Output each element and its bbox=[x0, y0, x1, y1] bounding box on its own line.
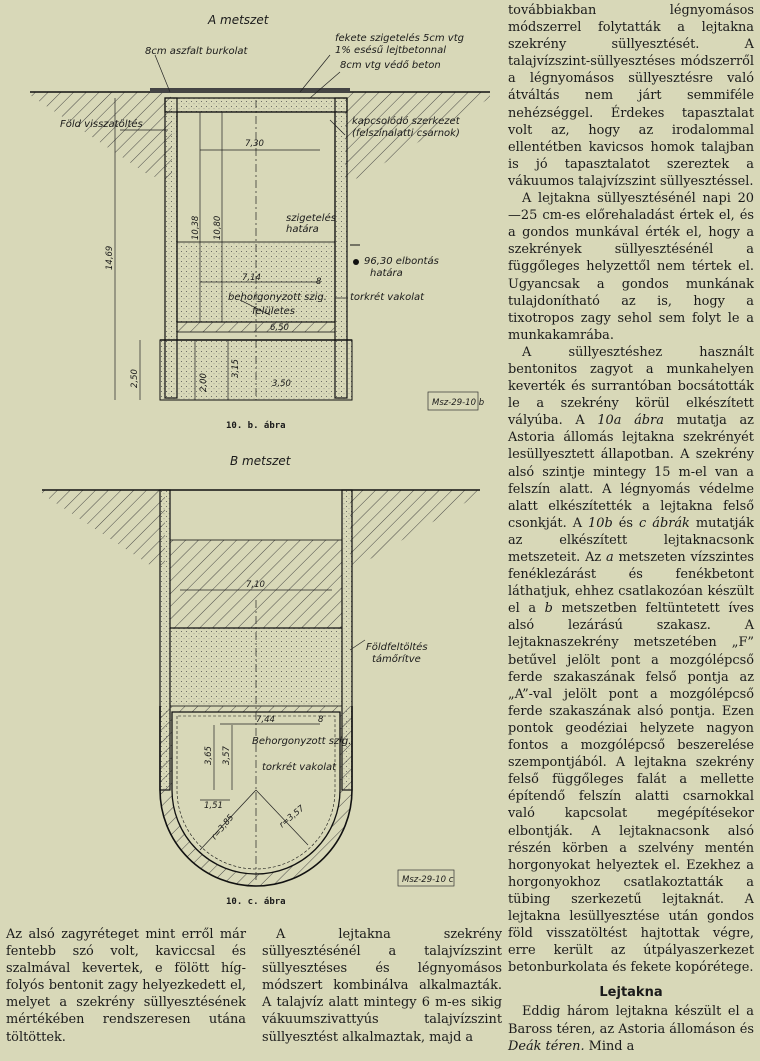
text-column-left: Az alsó zagyréteget mint erről már fente… bbox=[6, 926, 246, 1046]
dim-b-6: 6,50 bbox=[270, 323, 289, 333]
text-column-right: továbbiakban légnyomásos módszerrel foly… bbox=[508, 2, 754, 1055]
paragraph-right-1: továbbiakban légnyomásos módszerrel foly… bbox=[508, 3, 754, 189]
dim-b-10: 3,50 bbox=[272, 379, 291, 389]
paragraph-right-4: Eddig három lejtakna készült el a Baross… bbox=[508, 1004, 754, 1054]
dim-b-9: 3,15 bbox=[231, 359, 241, 378]
dim-c-3: 3,65 bbox=[204, 746, 214, 765]
label-asphalt: 8cm aszfalt burkolat bbox=[145, 46, 249, 57]
label-connecting-1: kapcsolódó szerkezet bbox=[352, 115, 461, 127]
label-ins-limit-1: szigetelés bbox=[286, 212, 336, 224]
dim-b-5: 7,14 bbox=[242, 273, 261, 283]
label-c-anchored: Behorgonyzott szig. bbox=[252, 736, 351, 747]
figure-10b: A metszet bbox=[30, 13, 490, 431]
asphalt-layer bbox=[150, 88, 350, 93]
dim-c-5: 1,51 bbox=[204, 801, 223, 811]
caption-b: 10. b. ábra bbox=[226, 421, 286, 431]
label-anchored-2: felületes bbox=[252, 306, 295, 317]
soil-left bbox=[30, 92, 172, 180]
label-insulation-2: 1% esésű lejtbetonnal bbox=[335, 44, 446, 56]
figure-10c: B metszet 7,10 Földfeltöltés támőrítve 7… bbox=[42, 454, 480, 907]
label-anchored-1: behorgonyzott szig. bbox=[228, 292, 327, 303]
dim-c-2: 7,44 bbox=[256, 715, 275, 725]
paragraph-right-3: A süllyesztéshez használt bentonitos zag… bbox=[508, 344, 754, 976]
fig-b-title: A metszet bbox=[207, 13, 270, 27]
soil-right bbox=[345, 92, 490, 180]
soil-c-right bbox=[350, 490, 480, 565]
soil-c-left bbox=[42, 490, 165, 565]
label-insulation-1: fekete szigetelés 5cm vtg bbox=[335, 32, 464, 44]
stamp-c: Msz-29-10 c bbox=[402, 875, 454, 885]
dim-b-7: 2,50 bbox=[130, 369, 140, 388]
label-demolition-2: határa bbox=[370, 267, 403, 279]
stamp-b: Msz-29-10 b bbox=[432, 398, 484, 408]
label-fill-1: Földfeltöltés bbox=[366, 641, 428, 653]
dim-c-1: 7,10 bbox=[246, 580, 265, 590]
dim-b-2: 10,38 bbox=[191, 215, 201, 240]
label-protective: 8cm vtg védő beton bbox=[340, 59, 441, 71]
label-demolition-1: 96,30 elbontás bbox=[364, 255, 439, 267]
text-column-middle: A lejtakna szekrény süllyesztésénél a ta… bbox=[262, 926, 502, 1046]
dim-b-1: 7,30 bbox=[245, 139, 264, 149]
label-shotcrete: torkrét vakolat bbox=[350, 291, 425, 303]
dim-b-3: 10,80 bbox=[213, 216, 223, 240]
dim-b-11: 8 bbox=[316, 277, 322, 287]
section-heading: Lejtakna bbox=[599, 985, 663, 1001]
dim-b-4: 14,69 bbox=[105, 246, 115, 270]
caption-c: 10. c. ábra bbox=[226, 897, 286, 907]
label-c-shotcrete: torkrét vakolat bbox=[262, 761, 337, 773]
label-ins-limit-2: határa bbox=[286, 223, 319, 235]
dim-b-8: 2,00 bbox=[199, 373, 209, 392]
label-fill-2: támőrítve bbox=[372, 653, 421, 665]
paragraph-right-2: A lejtakna süllyesztésénél napi 20—25 cm… bbox=[508, 191, 754, 343]
paragraph-mid-1: A lejtakna szekrény süllyesztésénél a ta… bbox=[262, 927, 502, 1045]
dim-c-8: 8 bbox=[318, 715, 324, 725]
paragraph-left-1: Az alsó zagyréteget mint erről már fente… bbox=[6, 927, 246, 1045]
dim-c-4: 3,57 bbox=[222, 745, 232, 765]
label-connecting-2: (felszínalatti csarnok) bbox=[352, 127, 460, 139]
label-backfill: Föld visszatöltés bbox=[60, 118, 143, 130]
fig-c-title: B metszet bbox=[230, 454, 292, 468]
